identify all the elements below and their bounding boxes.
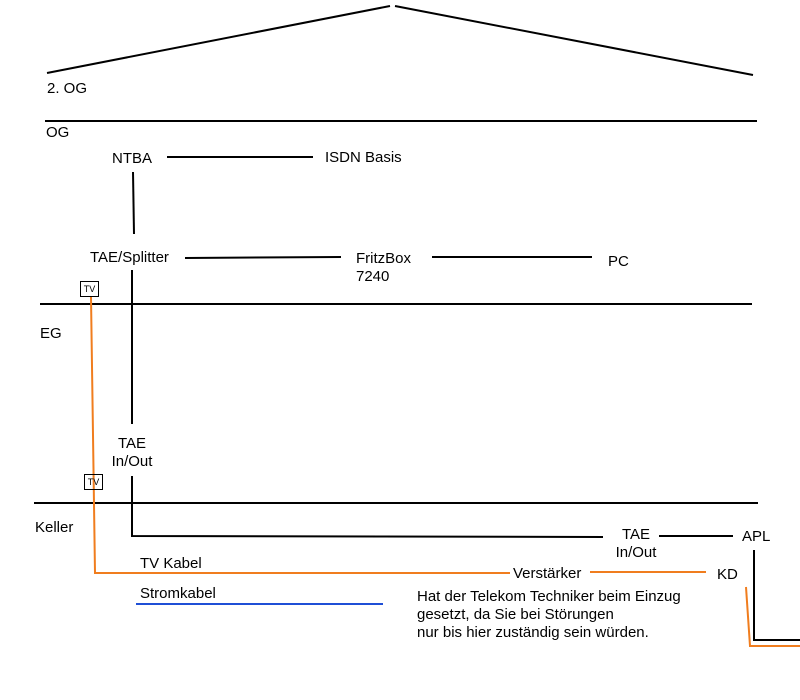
apl-note-line-2: gesetzt, da Sie bei Störungen xyxy=(417,606,614,623)
tae-keller-phone-line xyxy=(131,476,604,538)
apl-note-line-3: nur bis hier zuständig sein würden. xyxy=(417,624,649,641)
apl-note-line-1: Hat der Telekom Techniker beim Einzug xyxy=(417,588,681,605)
tae-eg-sub: In/Out xyxy=(111,453,153,470)
legend-tv-kabel: TV Kabel xyxy=(140,555,202,572)
device-pc: PC xyxy=(608,253,629,270)
floor-label-og: OG xyxy=(46,124,70,141)
tae-keller-sub: In/Out xyxy=(615,544,657,561)
roof-right-line xyxy=(394,5,754,76)
floor-label-2og: 2. OG xyxy=(47,80,88,97)
tv-cable-vertical xyxy=(90,296,510,574)
device-verstaerker: Verstärker xyxy=(513,565,582,582)
device-tae-eg: TAE In/Out xyxy=(109,435,155,471)
apl-outside-line xyxy=(753,550,800,641)
apl-note: Hat der Telekom Techniker beim Einzug ge… xyxy=(417,588,681,642)
tv-cable-outside xyxy=(745,586,800,647)
tae-eg-title: TAE xyxy=(117,435,147,452)
device-tae-keller: TAE In/Out xyxy=(612,526,660,562)
roof-left-line xyxy=(46,5,391,74)
splitter-fritzbox-connection xyxy=(184,256,342,259)
floor-label-keller: Keller xyxy=(35,519,74,536)
legend-stromkabel: Stromkabel xyxy=(140,585,216,602)
fritzbox-model: 7240 xyxy=(356,268,390,285)
device-tae-splitter: TAE/Splitter xyxy=(90,249,169,266)
floor-label-eg: EG xyxy=(40,325,62,342)
ntba-splitter-connection xyxy=(132,171,135,235)
tv-outlet-keller: TV xyxy=(84,474,103,490)
device-kd: KD xyxy=(717,566,738,583)
tv-outlet-eg: TV xyxy=(80,281,99,297)
device-fritzbox: FritzBox 7240 xyxy=(356,250,411,286)
fritzbox-name: FritzBox xyxy=(356,250,412,267)
device-isdn-basis: ISDN Basis xyxy=(325,149,402,166)
tae-keller-title: TAE xyxy=(621,526,651,543)
device-ntba: NTBA xyxy=(112,150,153,167)
device-apl: APL xyxy=(742,528,771,545)
